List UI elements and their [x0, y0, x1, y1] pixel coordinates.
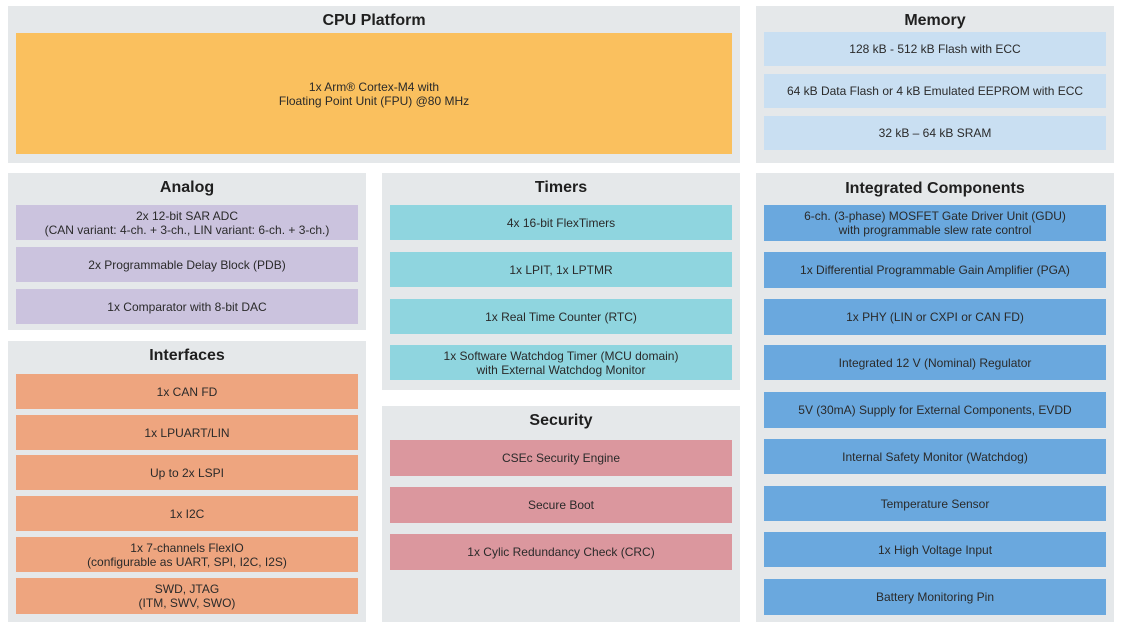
timer-block-line1: 1x LPIT, 1x LPTMR — [509, 262, 613, 277]
integrated-block-line1: Integrated 12 V (Nominal) Regulator — [838, 355, 1032, 370]
security-block: 1x Cylic Redundancy Check (CRC) — [390, 534, 732, 570]
analog-block-line1: 2x Programmable Delay Block (PDB) — [88, 257, 286, 272]
integrated-block: Temperature Sensor — [764, 486, 1106, 521]
timer-block-line2: with External Watchdog Monitor — [476, 362, 646, 377]
interface-block-line1: SWD, JTAG — [154, 582, 220, 596]
timer-block: 1x LPIT, 1x LPTMR — [390, 252, 732, 287]
cpu-core-line2: Floating Point Unit (FPU) @80 MHz — [278, 93, 470, 108]
analog-block-line2: (CAN variant: 4-ch. + 3-ch., LIN variant… — [44, 222, 330, 237]
integrated-block-line1: 1x Differential Programmable Gain Amplif… — [800, 263, 1070, 277]
security-block-label: CSEc Security Engine — [501, 451, 621, 465]
integrated-block: 1x Differential Programmable Gain Amplif… — [764, 252, 1106, 288]
timers-title: Timers — [534, 179, 588, 196]
interface-block: 1x CAN FD — [16, 374, 358, 409]
interface-block-line1: 1x 7-channels FlexIO — [130, 540, 244, 555]
cpu-platform-title: CPU Platform — [322, 12, 426, 29]
memory-block-label: 128 kB - 512 kB Flash with ECC — [849, 42, 1021, 56]
integrated-components-panel: Integrated Components 6-ch. (3-phase) MO… — [756, 173, 1114, 622]
analog-block: 2x 12-bit SAR ADC (CAN variant: 4-ch. + … — [16, 205, 358, 240]
timer-block-line1: 1x Real Time Counter (RTC) — [485, 309, 637, 324]
analog-panel: Analog 2x 12-bit SAR ADC (CAN variant: 4… — [8, 173, 366, 330]
interface-block-line1: Up to 2x LSPI — [149, 465, 225, 480]
integrated-block-line1: Internal Safety Monitor (Watchdog) — [842, 449, 1028, 464]
integrated-components-title: Integrated Components — [845, 180, 1025, 197]
interface-block: SWD, JTAG (ITM, SWV, SWO) — [16, 578, 358, 614]
integrated-block-line1: 1x High Voltage Input — [877, 542, 993, 557]
security-block-label: 1x Cylic Redundancy Check (CRC) — [467, 545, 655, 559]
integrated-block: Internal Safety Monitor (Watchdog) — [764, 439, 1106, 474]
cpu-platform-panel: CPU Platform 1x Arm® Cortex-M4 with Floa… — [8, 6, 740, 163]
timer-block-line1: 1x Software Watchdog Timer (MCU domain) — [443, 348, 679, 363]
timers-panel: Timers 4x 16-bit FlexTimers 1x LPIT, 1x … — [382, 173, 740, 390]
analog-block: 2x Programmable Delay Block (PDB) — [16, 247, 358, 282]
integrated-block: Battery Monitoring Pin — [764, 579, 1106, 615]
security-title: Security — [529, 412, 593, 429]
security-panel: Security CSEc Security Engine Secure Boo… — [382, 406, 740, 622]
integrated-block: 6-ch. (3-phase) MOSFET Gate Driver Unit … — [764, 205, 1106, 241]
analog-block-line1: 2x 12-bit SAR ADC — [135, 208, 239, 223]
interface-block-line2: (configurable as UART, SPI, I2C, I2S) — [87, 554, 287, 569]
integrated-block-line1: 5V (30mA) Supply for External Components… — [798, 403, 1072, 417]
security-block-label: Secure Boot — [527, 498, 595, 512]
interface-block-line1: 1x CAN FD — [156, 384, 218, 399]
memory-block-label: 32 kB – 64 kB SRAM — [878, 126, 992, 140]
integrated-block: 1x PHY (LIN or CXPI or CAN FD) — [764, 299, 1106, 335]
memory-title: Memory — [904, 12, 966, 29]
integrated-block: 1x High Voltage Input — [764, 532, 1106, 567]
integrated-block-line1: 1x PHY (LIN or CXPI or CAN FD) — [846, 310, 1024, 324]
timer-block: 1x Real Time Counter (RTC) — [390, 299, 732, 334]
timer-block: 1x Software Watchdog Timer (MCU domain) … — [390, 345, 732, 380]
integrated-block-line1: 6-ch. (3-phase) MOSFET Gate Driver Unit … — [804, 209, 1066, 223]
integrated-block-line1: Temperature Sensor — [880, 496, 990, 511]
timer-block: 4x 16-bit FlexTimers — [390, 205, 732, 240]
interfaces-panel: Interfaces 1x CAN FD 1x LPUART/LIN Up to… — [8, 341, 366, 622]
integrated-block: 5V (30mA) Supply for External Components… — [764, 392, 1106, 428]
analog-title: Analog — [159, 179, 215, 196]
timer-block-line1: 4x 16-bit FlexTimers — [506, 215, 616, 230]
interface-block: 1x I2C — [16, 496, 358, 531]
analog-block: 1x Comparator with 8-bit DAC — [16, 289, 358, 324]
memory-block: 64 kB Data Flash or 4 kB Emulated EEPROM… — [764, 74, 1106, 108]
interface-block: 1x 7-channels FlexIO (configurable as UA… — [16, 537, 358, 572]
cpu-core-line1: 1x Arm® Cortex-M4 with — [308, 79, 440, 94]
cpu-core-block: 1x Arm® Cortex-M4 with Floating Point Un… — [16, 33, 732, 154]
security-block: Secure Boot — [390, 487, 732, 523]
interface-block: 1x LPUART/LIN — [16, 415, 358, 450]
memory-panel: Memory 128 kB - 512 kB Flash with ECC 64… — [756, 6, 1114, 163]
interface-block: Up to 2x LSPI — [16, 455, 358, 490]
integrated-block: Integrated 12 V (Nominal) Regulator — [764, 345, 1106, 380]
interface-block-line1: 1x I2C — [169, 506, 205, 521]
interfaces-title: Interfaces — [149, 347, 225, 364]
interface-block-line1: 1x LPUART/LIN — [144, 425, 230, 440]
memory-block: 32 kB – 64 kB SRAM — [764, 116, 1106, 150]
memory-block: 128 kB - 512 kB Flash with ECC — [764, 32, 1106, 66]
analog-block-line1: 1x Comparator with 8-bit DAC — [107, 299, 267, 314]
integrated-block-line1: Battery Monitoring Pin — [875, 590, 995, 604]
memory-block-label: 64 kB Data Flash or 4 kB Emulated EEPROM… — [786, 84, 1084, 98]
integrated-block-line2: with programmable slew rate control — [838, 223, 1032, 237]
security-block: CSEc Security Engine — [390, 440, 732, 476]
interface-block-line2: (ITM, SWV, SWO) — [138, 596, 236, 610]
